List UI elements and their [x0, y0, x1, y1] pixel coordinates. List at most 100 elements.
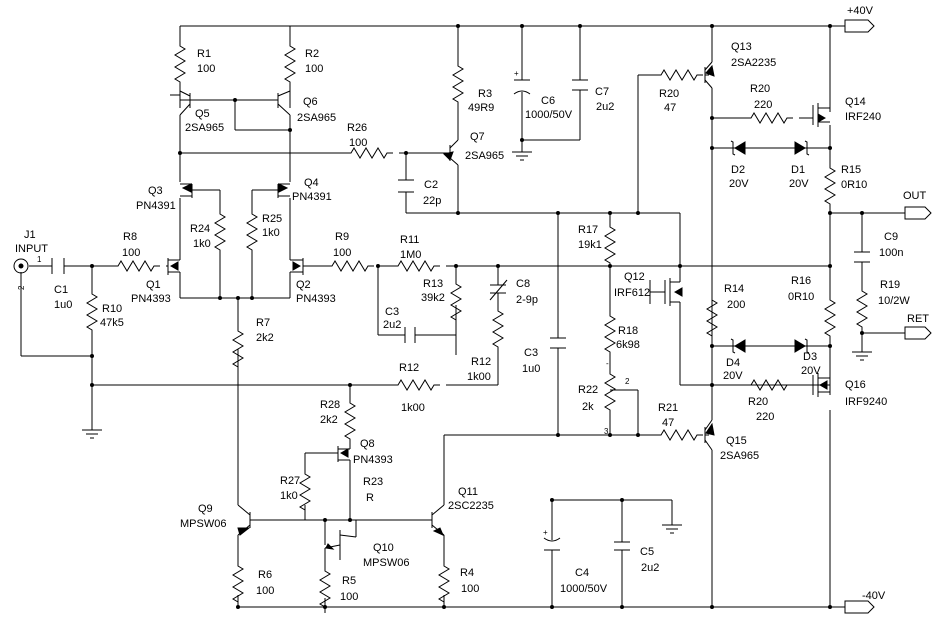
ref-r21: R21	[658, 402, 678, 414]
ref-q9: Q9	[198, 503, 213, 515]
val-r21: 47	[662, 417, 674, 429]
ref-q16: Q16	[845, 379, 866, 391]
ref-r20-c: R20	[748, 396, 768, 408]
ref-r17: R17	[578, 224, 598, 236]
ref-r27: R27	[280, 475, 300, 487]
ref-c3-b: C3	[524, 347, 538, 359]
val-c9: 100n	[879, 247, 903, 259]
ref-r9: R9	[335, 231, 349, 243]
ref-q13: Q13	[731, 41, 752, 53]
val-r10: 47k5	[100, 317, 124, 329]
ref-r2: R2	[305, 48, 319, 60]
val-r12-b: 1k00	[401, 402, 425, 414]
ref-r14: R14	[724, 283, 744, 295]
val-r25: 1k0	[262, 227, 280, 239]
ref-q2: Q2	[296, 279, 311, 291]
ref-r10: R10	[102, 303, 122, 315]
val-r1: 100	[197, 63, 215, 75]
val-r20-b: 220	[754, 99, 772, 111]
val-q11: 2SC2235	[448, 500, 494, 512]
val-r18: 6k98	[616, 339, 640, 351]
ref-r20-a: R20	[659, 88, 679, 100]
ref-q1: Q1	[146, 279, 161, 291]
label-j1: J1	[24, 229, 36, 241]
val-c3-a: 2u2	[383, 319, 401, 331]
ref-r16: R16	[791, 275, 811, 287]
val-r14: 200	[727, 299, 745, 311]
ref-c8: C8	[516, 278, 530, 290]
val-d3: 20V	[801, 365, 821, 377]
ref-c5: C5	[640, 546, 654, 558]
wiring	[20, 25, 905, 608]
ref-q6: Q6	[303, 96, 318, 108]
pin-plus-c4: +	[543, 528, 548, 537]
ref-r6: R6	[258, 569, 272, 581]
junction-dots	[90, 24, 864, 609]
ref-r1: R1	[197, 48, 211, 60]
pin-r22-2: 2	[625, 377, 630, 386]
val-q4: PN4391	[292, 191, 332, 203]
ref-d2: D2	[731, 164, 745, 176]
val-d4: 20V	[723, 370, 743, 382]
val-r27: 1k0	[280, 490, 298, 502]
ref-c3-a: C3	[385, 306, 399, 318]
val-r6: 100	[256, 585, 274, 597]
val-q1: PN4393	[131, 293, 171, 305]
val-c5: 2u2	[641, 562, 659, 574]
val-r4: 100	[461, 583, 479, 595]
ref-r12-b: R12	[399, 362, 419, 374]
ref-r4: R4	[460, 567, 474, 579]
val-c8: 2-9p	[516, 294, 538, 306]
val-d1: 20V	[789, 178, 809, 190]
ref-q8: Q8	[360, 438, 375, 450]
ref-r26: R26	[347, 122, 367, 134]
val-r8: 100	[122, 247, 140, 259]
ref-r19: R19	[880, 279, 900, 291]
val-r20-c: 220	[756, 411, 774, 423]
ref-r18: R18	[618, 325, 638, 337]
ref-r11: R11	[400, 234, 419, 246]
ref-c4: C4	[575, 567, 589, 579]
ref-c2: C2	[424, 179, 438, 191]
pin-minus: -	[606, 359, 609, 368]
ref-r13: R13	[423, 278, 443, 290]
val-r26: 100	[349, 137, 367, 149]
val-r17: 19k1	[578, 239, 602, 251]
pin-plus-c6: +	[514, 69, 519, 78]
ref-q3: Q3	[148, 185, 163, 197]
val-q10: MPSW06	[363, 557, 409, 569]
rail-labels: +40V -40V OUT RET J1 INPUT 1 2	[15, 5, 929, 602]
val-q15: 2SA965	[720, 450, 759, 462]
label-input: INPUT	[15, 243, 48, 255]
capacitors	[51, 79, 870, 551]
pin-r22-3: 3	[604, 427, 609, 436]
val-r9: 100	[333, 247, 351, 259]
val-r15: 0R10	[841, 179, 867, 191]
ref-c6: C6	[541, 95, 555, 107]
label-pos-rail: +40V	[847, 5, 874, 17]
ref-q7: Q7	[470, 131, 485, 143]
val-r22: 2k	[582, 401, 594, 413]
ref-r20-b: R20	[750, 83, 770, 95]
val-q3: PN4391	[136, 200, 176, 212]
ref-q11: Q11	[458, 486, 478, 498]
ref-r15: R15	[841, 164, 861, 176]
val-c1: 1u0	[54, 299, 72, 311]
val-r20-a: 47	[664, 102, 676, 114]
ref-c9: C9	[884, 231, 898, 243]
input-connector-symbol	[13, 258, 29, 274]
ref-r12-a: R12	[471, 356, 491, 368]
ref-r24: R24	[190, 223, 210, 235]
ref-d3: D3	[803, 351, 817, 363]
ref-c7: C7	[595, 86, 609, 98]
val-q14: IRF240	[845, 111, 881, 123]
val-c2: 22p	[423, 195, 441, 207]
val-r13: 39k2	[421, 292, 445, 304]
val-q5: 2SA965	[185, 122, 224, 134]
ref-q4: Q4	[304, 177, 319, 189]
val-r7: 2k2	[256, 332, 274, 344]
ref-q5: Q5	[195, 108, 210, 120]
ref-q10: Q10	[373, 542, 394, 554]
val-r2: 100	[305, 63, 323, 75]
